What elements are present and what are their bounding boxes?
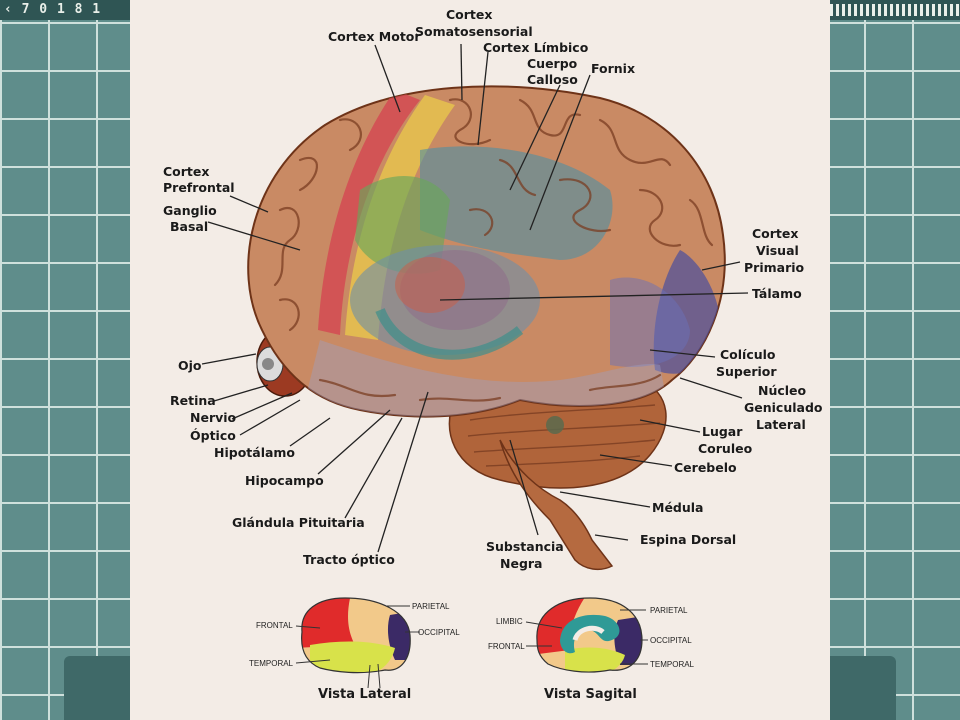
top-bar-pattern [830,4,960,16]
label-lugar-coruleo-line1: Lugar [702,424,743,439]
label-ganglio-basal-line2: Basal [170,219,208,234]
structure-labels: Cortex Motor Cortex Somatosensorial Cort… [163,7,823,571]
label-coliculo-line1: Colículo [720,347,776,362]
label-cerebelo: Cerebelo [674,460,737,475]
label-cortex-somatosensorial-line2: Somatosensorial [415,24,533,39]
sagittal-view-caption: Vista Sagital [544,687,637,702]
label-cortex-motor: Cortex Motor [328,29,421,44]
label-coliculo-line2: Superior [716,364,777,379]
label-cortex-prefrontal-line2: Prefrontal [163,180,235,195]
lateral-label-parietal: PARIETAL [412,602,450,611]
label-nucleo-geniculado-line1: Núcleo [758,383,807,398]
label-cuerpo-calloso-line2: Calloso [527,72,578,87]
label-cortex-visual-line1: Cortex [752,226,798,241]
label-ganglio-basal-line1: Ganglio [163,203,217,218]
label-tracto-optico: Tracto óptico [303,552,395,567]
sagittal-label-frontal: FRONTAL [488,642,525,651]
label-cortex-visual-line3: Primario [744,260,805,275]
label-nervio-optico-line2: Óptico [190,428,236,443]
label-substancia-negra-line2: Negra [500,556,543,571]
label-fornix: Fornix [591,61,635,76]
label-hipotalamo: Hipotálamo [214,445,295,460]
label-talamo: Tálamo [752,286,802,301]
label-nervio-optico-line1: Nervio [190,410,237,425]
label-cortex-prefrontal-line1: Cortex [163,164,209,179]
leader-lines [201,43,749,553]
lateral-label-frontal: FRONTAL [256,621,293,630]
label-cortex-limbico: Cortex Límbico [483,40,589,55]
lateral-view-caption: Vista Lateral [318,687,411,702]
label-glandula-pituitaria: Glándula Pituitaria [232,515,365,530]
label-medula: Médula [652,500,703,515]
label-lugar-coruleo-line2: Coruleo [698,441,753,456]
label-nucleo-geniculado-line3: Lateral [756,417,806,432]
lateral-view-inset: FRONTAL PARIETAL OCCIPITAL TEMPORAL Vist… [249,597,460,702]
brainstem [499,439,614,571]
label-retina: Retina [170,393,216,408]
lateral-label-occipital: OCCIPITAL [418,628,460,637]
sagittal-view-inset: LIMBIC FRONTAL PARIETAL OCCIPITAL TEMPOR… [488,597,695,702]
label-hipocampo: Hipocampo [245,473,324,488]
brain-illustration [247,85,726,571]
label-nucleo-geniculado-line2: Geniculado [744,400,823,415]
sagittal-label-limbic: LIMBIC [496,617,523,626]
label-cortex-visual-line2: Visual [756,243,799,258]
top-bar-title: ‹ 7 0 1 8 1 [4,2,102,17]
label-substancia-negra-line1: Substancia [486,539,564,554]
sagittal-label-temporal: TEMPORAL [650,660,695,669]
sagittal-label-occipital: OCCIPITAL [650,636,692,645]
label-espina-dorsal: Espina Dorsal [640,532,736,547]
sagittal-label-parietal: PARIETAL [650,606,688,615]
lateral-label-temporal: TEMPORAL [249,659,294,668]
locus-coeruleus-dot [546,416,564,434]
label-cortex-somatosensorial-line1: Cortex [446,7,492,22]
label-cuerpo-calloso-line1: Cuerpo [527,56,578,71]
label-ojo: Ojo [178,358,202,373]
